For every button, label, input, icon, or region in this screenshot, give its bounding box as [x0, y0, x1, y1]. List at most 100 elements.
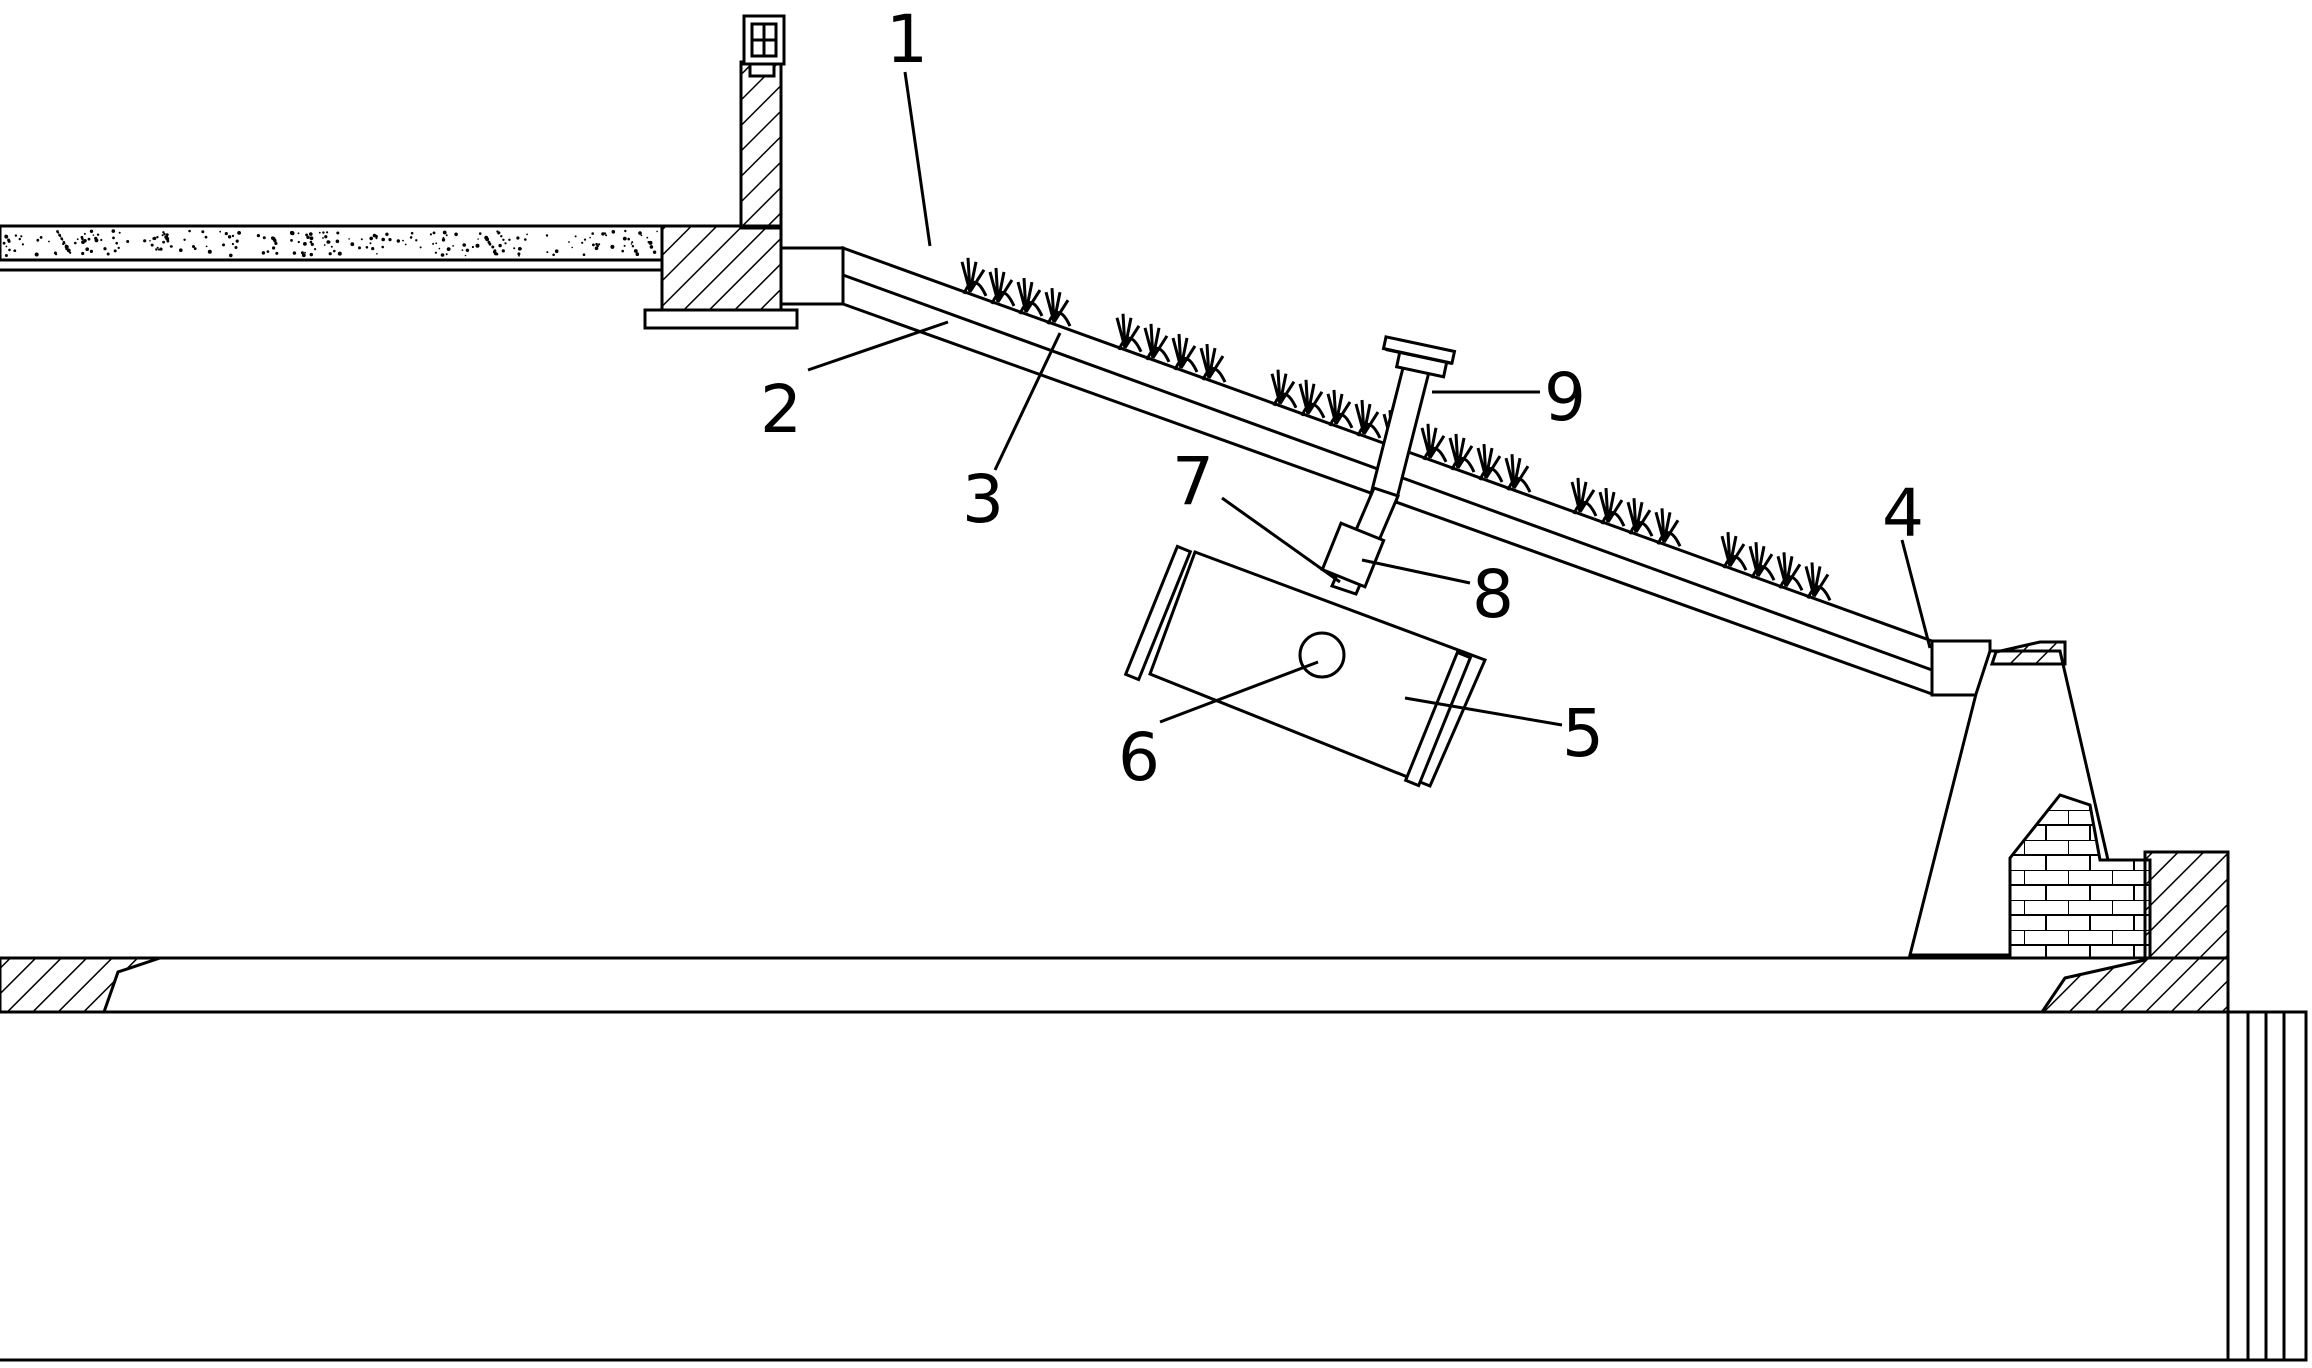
- railing-post-icon: [742, 14, 786, 66]
- speckle: [262, 236, 266, 240]
- speckle: [57, 231, 60, 234]
- speckle: [81, 237, 84, 241]
- speckle: [621, 249, 624, 253]
- speckle: [305, 233, 308, 237]
- speckle: [165, 233, 169, 237]
- speckle: [83, 232, 86, 235]
- speckle: [452, 245, 454, 247]
- grass-vegetation: [960, 257, 1832, 602]
- drain-hole: [1298, 631, 1346, 679]
- grass-tuft: [1270, 369, 1298, 409]
- speckle: [623, 244, 626, 247]
- speckle: [61, 238, 64, 241]
- speckle: [273, 238, 277, 243]
- grass-tuft: [1776, 552, 1804, 591]
- speckle: [289, 230, 294, 235]
- speckle: [631, 241, 634, 244]
- speckle: [496, 230, 499, 233]
- label-5: 5: [1562, 695, 1604, 772]
- speckle: [303, 242, 307, 246]
- speckle: [224, 232, 228, 236]
- speckle: [461, 249, 464, 252]
- speckle: [337, 251, 342, 256]
- speckle: [376, 253, 378, 255]
- speckle: [222, 243, 225, 247]
- speckle: [235, 239, 239, 243]
- speckle: [402, 239, 404, 242]
- speckle: [513, 247, 516, 250]
- speckle: [516, 236, 520, 240]
- speckle: [491, 245, 495, 249]
- speckle: [34, 252, 39, 257]
- speckle: [297, 240, 300, 244]
- speckle: [335, 239, 340, 244]
- grass-tuft: [1476, 443, 1504, 483]
- speckle: [318, 231, 321, 234]
- speckle: [309, 252, 313, 257]
- speckle: [504, 242, 507, 245]
- speckle: [275, 251, 279, 255]
- speckle: [336, 231, 340, 235]
- speckle: [574, 235, 577, 238]
- speckle: [365, 246, 369, 249]
- grass-tuft: [1326, 389, 1354, 429]
- speckle: [266, 250, 270, 253]
- speckle: [205, 245, 208, 248]
- speckle: [633, 249, 638, 253]
- speckle: [429, 233, 432, 236]
- speckle: [594, 246, 599, 251]
- speckle: [83, 239, 87, 243]
- speckle: [155, 248, 158, 251]
- speckle: [170, 245, 173, 248]
- speckle: [85, 247, 89, 251]
- speckle: [478, 232, 482, 235]
- speckle: [591, 232, 594, 235]
- speckle: [149, 240, 151, 242]
- grass-tuft: [1804, 562, 1832, 602]
- grass-tuft: [1570, 477, 1598, 517]
- speckle: [404, 243, 407, 246]
- speckle: [94, 236, 98, 240]
- speckle: [156, 246, 159, 249]
- speckle: [583, 238, 587, 241]
- speckle: [598, 243, 601, 246]
- speckle: [188, 229, 191, 233]
- speckle: [410, 231, 414, 235]
- speckle: [304, 251, 306, 254]
- speckle: [438, 247, 441, 250]
- speckle: [656, 230, 658, 233]
- speckle: [219, 230, 222, 233]
- speckle: [381, 245, 385, 249]
- speckle: [631, 245, 635, 248]
- speckle: [204, 235, 208, 239]
- speckle: [231, 234, 235, 238]
- speckle: [518, 247, 522, 251]
- speckle: [348, 238, 350, 240]
- speckle: [2, 241, 6, 245]
- speckle: [87, 237, 91, 241]
- speckle: [396, 239, 400, 243]
- speckle: [333, 249, 336, 253]
- speckle: [150, 243, 154, 247]
- speckle: [310, 242, 314, 246]
- speckle: [330, 245, 333, 248]
- anchor-block: [1123, 544, 1488, 788]
- speckle: [646, 236, 649, 239]
- speckle: [234, 246, 238, 249]
- speckle: [648, 240, 653, 245]
- speckle: [369, 242, 372, 245]
- speckle: [477, 238, 479, 240]
- speckle: [508, 238, 511, 241]
- speckle: [388, 238, 392, 242]
- anchor-rod-assembly: [1320, 335, 1457, 596]
- speckle: [227, 235, 232, 239]
- speckle: [409, 236, 413, 239]
- speckle: [432, 231, 436, 235]
- speckle: [111, 229, 116, 233]
- speckle: [358, 246, 361, 250]
- toe-wall: [1908, 640, 2230, 1014]
- speckle: [69, 251, 72, 254]
- speckle: [63, 242, 66, 245]
- grass-tuft: [1448, 433, 1476, 473]
- speckle: [442, 230, 447, 235]
